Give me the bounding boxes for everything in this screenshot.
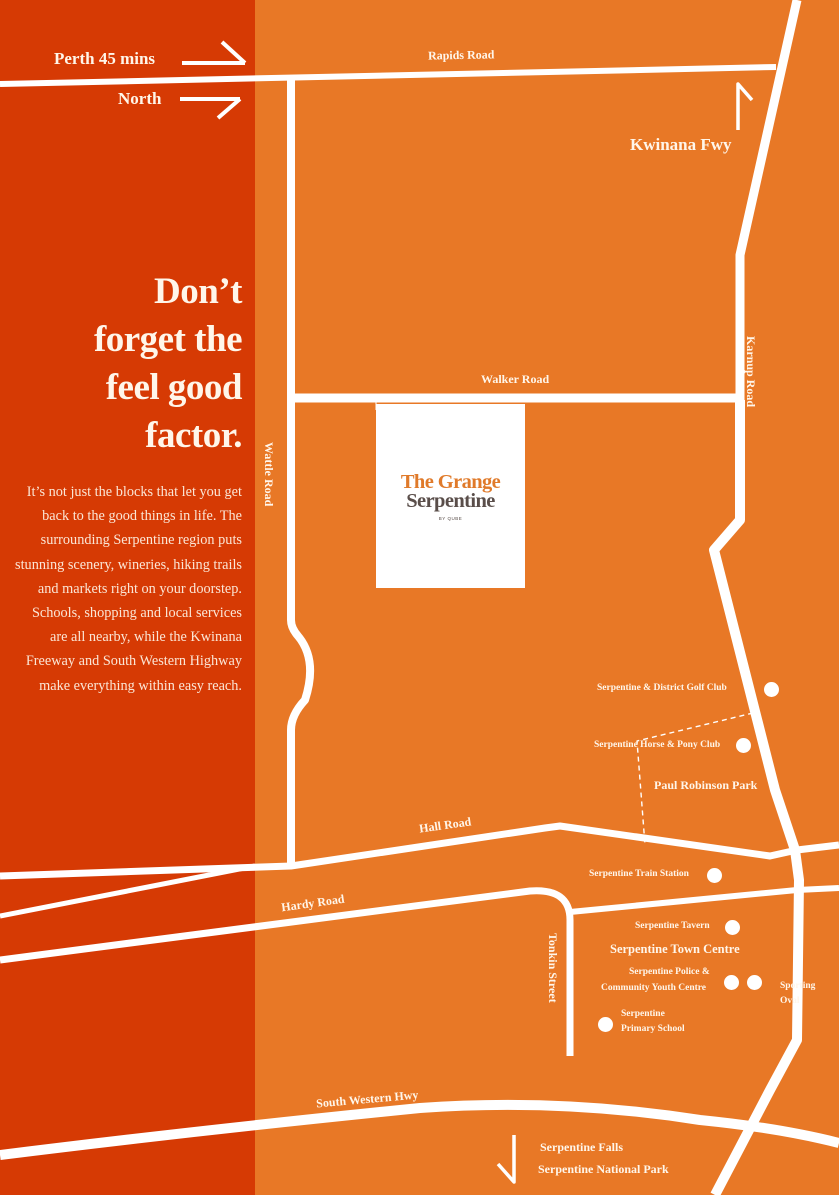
karnup-road-label: Karnup Road [744,336,758,408]
rapids-road-line [0,64,777,87]
wattle-road-label: Wattle Road [262,442,276,507]
map-area [255,0,839,1195]
headline-line-3: feel good [105,367,243,408]
primary-school-marker-icon [598,1017,613,1032]
hall-road-west-line [0,863,256,919]
golf-club-marker-icon [764,682,779,697]
serpentine-falls-arrow-icon [496,1135,516,1184]
golf-club-label: Serpentine & District Golf Club [597,683,727,693]
sporting-oval-marker-icon [747,975,762,990]
town-centre-label: Serpentine Town Centre [610,942,740,956]
logo-line-the-grange: The Grange [400,471,501,493]
primary-school-label-line-1: Serpentine [621,1009,665,1019]
kwinana-freeway-line [735,0,802,400]
serpentine-national-park-label: Serpentine National Park [538,1162,669,1176]
police-label-line-2: Community Youth Centre [601,983,707,993]
body-copy: It’s not just the blocks that let you ge… [15,484,242,694]
logo-line-by-qube: BY QUBE [438,516,463,521]
wattle-road-line [287,80,315,868]
train-station-label: Serpentine Train Station [589,869,689,879]
north-arrow-icon [180,97,242,120]
tavern-marker-icon [725,920,740,935]
headline-line-1: Don’t [154,271,242,312]
karnup-road-line [709,400,804,1195]
train-station-marker-icon [707,868,722,883]
hall-road-line [0,822,839,880]
hardy-road-line [0,887,574,1056]
horse-club-label: Serpentine Horse & Pony Club [594,740,721,750]
station-road-line [569,885,839,915]
paul-robinson-park-boundary [636,712,754,846]
south-western-hwy-line [0,1099,839,1160]
perth-arrow-icon [182,40,247,65]
paul-robinson-park-label: Paul Robinson Park [654,778,758,792]
north-direction-label: North [118,89,162,108]
tonkin-street-label: Tonkin Street [546,933,560,1003]
sporting-oval-label-line-1: Sporting [780,981,816,991]
headline: Don’t forget the feel good factor. [93,268,243,460]
rapids-road-label: Rapids Road [427,47,495,63]
horse-club-marker-icon [736,738,751,753]
perth-direction-label: Perth 45 mins [54,49,156,68]
police-marker-icon [724,975,739,990]
tavern-label: Serpentine Tavern [635,921,710,931]
left-text-panel [0,0,255,1195]
walker-road-label: Walker Road [481,372,550,386]
kwinana-arrow-icon [736,82,754,130]
primary-school-label-line-2: Primary School [621,1024,685,1034]
headline-line-2: forget the [93,319,243,360]
headline-line-4: factor. [145,415,242,456]
sporting-oval-label-line-2: Oval [780,996,800,1006]
kwinana-fwy-label: Kwinana Fwy [630,135,732,154]
development-logo: The Grange Serpentine BY QUBE [376,404,525,588]
logo-line-serpentine: Serpentine [406,490,495,512]
police-label-line-1: Serpentine Police & [629,967,710,977]
serpentine-falls-label: Serpentine Falls [540,1140,623,1154]
